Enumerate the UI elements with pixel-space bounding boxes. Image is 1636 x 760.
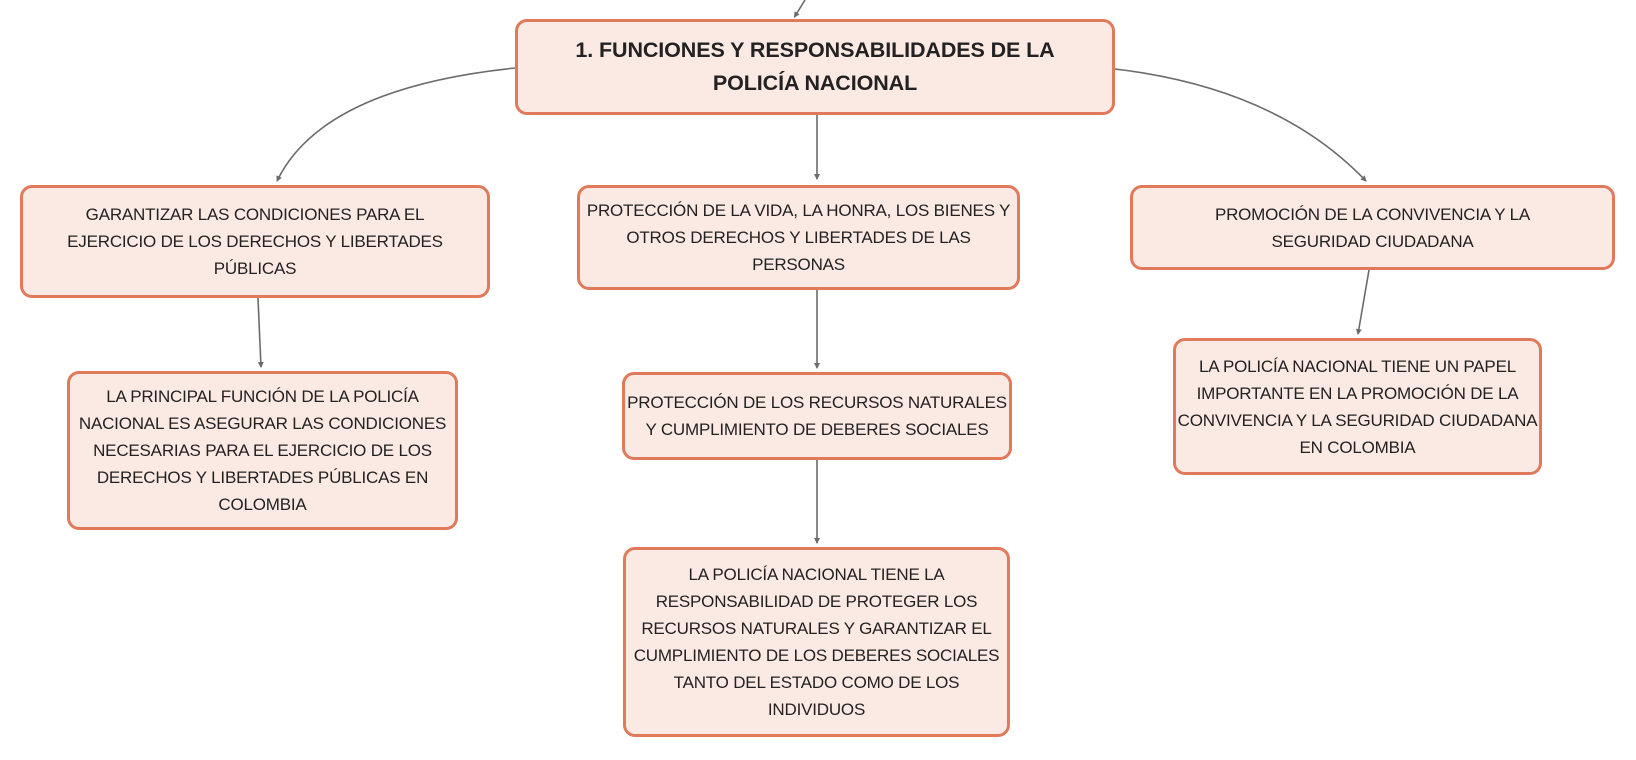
node-recursos-detalle[interactable]: LA POLICÍA NACIONAL TIENE LA RESPONSABIL… — [623, 547, 1010, 737]
node-label-line: LA POLICÍA NACIONAL TIENE UN PAPEL — [1199, 356, 1516, 376]
node-promocion-detalle[interactable]: LA POLICÍA NACIONAL TIENE UN PAPEL IMPOR… — [1173, 338, 1542, 475]
node-label-line: PÚBLICAS — [213, 259, 297, 278]
node-garantizar-detalle[interactable]: LA PRINCIPAL FUNCIÓN DE LA POLICÍA NACIO… — [67, 371, 458, 530]
node-label-line: PERSONAS — [752, 255, 845, 274]
node-label-line: NECESARIAS PARA EL EJERCICIO DE LOS — [93, 441, 432, 460]
node-label-line: GARANTIZAR LAS CONDICIONES PARA EL — [85, 205, 425, 224]
node-label-line: POLICÍA NACIONAL — [712, 71, 918, 95]
node-label-line: NACIONAL ES ASEGURAR LAS CONDICIONES — [78, 414, 447, 433]
node-label-line: RECURSOS NATURALES Y GARANTIZAR EL — [641, 619, 992, 638]
node-proteccion-vida[interactable]: PROTECCIÓN DE LA VIDA, LA HONRA, LOS BIE… — [577, 185, 1020, 290]
edge-root-to-promocion — [1114, 68, 1367, 182]
node-label-line: PROTECCIÓN DE LA VIDA, LA HONRA, LOS BIE… — [586, 201, 1011, 220]
node-label-line: LA PRINCIPAL FUNCIÓN DE LA POLICÍA — [106, 387, 419, 406]
node-label-line: EJERCICIO DE LOS DERECHOS Y LIBERTADES — [67, 232, 443, 251]
node-label-line: RESPONSABILIDAD DE PROTEGER LOS — [655, 592, 978, 611]
edge-root-to-garantizar — [276, 67, 516, 182]
node-label-line: TANTO DEL ESTADO COMO DE LOS — [673, 673, 960, 692]
node-garantizar-condiciones[interactable]: GARANTIZAR LAS CONDICIONES PARA EL EJERC… — [20, 185, 490, 298]
node-label-line: CUMPLIMIENTO DE LOS DEBERES SOCIALES — [633, 646, 1000, 665]
node-promocion-convivencia[interactable]: PROMOCIÓN DE LA CONVIVENCIA Y LA SEGURID… — [1130, 185, 1615, 270]
node-label-line: COLOMBIA — [218, 495, 307, 514]
node-label-line: OTROS DERECHOS Y LIBERTADES DE LAS — [626, 228, 971, 247]
edge-garantizar-to-sub — [257, 297, 264, 368]
node-label-line: SEGURIDAD CIUDADANA — [1271, 231, 1474, 251]
node-label-line: CONVIVENCIA Y LA SEGURIDAD CIUDADANA — [1177, 410, 1538, 430]
node-root-funciones[interactable]: 1. FUNCIONES Y RESPONSABILIDADES DE LA P… — [515, 19, 1115, 115]
node-label-line: INDIVIDUOS — [767, 700, 866, 719]
node-label-line: PROTECCIÓN DE LOS RECURSOS NATURALES — [627, 393, 1007, 412]
node-label-line: IMPORTANTE EN LA PROMOCIÓN DE LA — [1196, 383, 1519, 403]
node-label-line: Y CUMPLIMIENTO DE DEBERES SOCIALES — [645, 420, 989, 439]
node-label-line: EN COLOMBIA — [1299, 437, 1416, 457]
node-label-line: 1. FUNCIONES Y RESPONSABILIDADES DE LA — [575, 38, 1055, 62]
edge-offscreen-to-root — [793, 0, 806, 18]
edge-promocion-to-sub — [1355, 269, 1370, 335]
node-label-line: LA POLICÍA NACIONAL TIENE LA — [688, 565, 945, 584]
node-recursos-naturales[interactable]: PROTECCIÓN DE LOS RECURSOS NATURALES Y C… — [622, 372, 1012, 460]
node-label-line: DERECHOS Y LIBERTADES PÚBLICAS EN — [96, 468, 429, 487]
node-label-line: PROMOCIÓN DE LA CONVIVENCIA Y LA — [1214, 204, 1531, 224]
